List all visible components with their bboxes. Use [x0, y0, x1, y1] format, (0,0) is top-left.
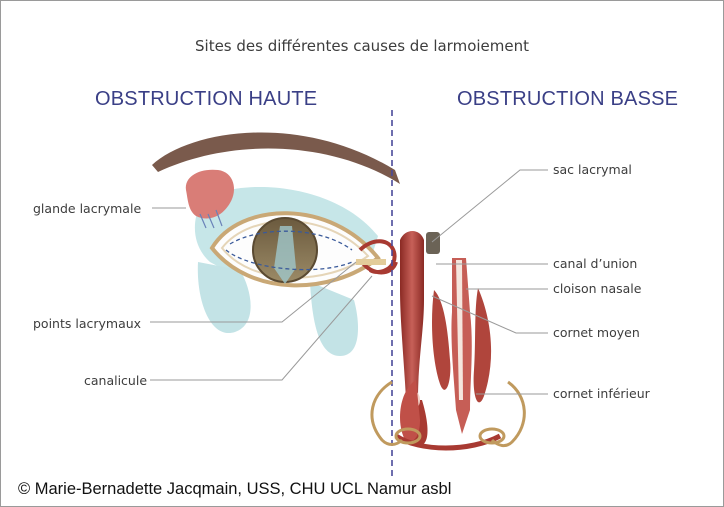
sac-top-cap — [426, 232, 440, 254]
eyebrow-shape — [152, 132, 400, 184]
label-sac-lacrymal: sac lacrymal — [553, 162, 632, 177]
lacrimal-sac-shape — [400, 231, 424, 400]
leader-moyen — [432, 296, 548, 333]
label-cloison-nasale: cloison nasale — [553, 281, 641, 296]
label-cornet-moyen: cornet moyen — [553, 325, 640, 340]
label-glande-lacrymale: glande lacrymale — [33, 201, 141, 216]
leader-sac — [432, 170, 548, 242]
header-obstruction-haute: OBSTRUCTION HAUTE — [95, 88, 317, 111]
label-canal-union: canal d’union — [553, 256, 637, 271]
right-turbinate-shape — [474, 288, 491, 402]
label-points-lacrymaux: points lacrymaux — [33, 316, 141, 331]
diagram-title: Sites des différentes causes de larmoiem… — [0, 37, 724, 55]
header-obstruction-basse: OBSTRUCTION BASSE — [457, 88, 678, 111]
label-cornet-inferieur: cornet inférieur — [553, 386, 650, 401]
label-canalicule: canalicule — [84, 373, 147, 388]
middle-turbinate-shape — [432, 290, 450, 390]
copyright-credit: © Marie-Bernadette Jacqmain, USS, CHU UC… — [18, 480, 451, 499]
